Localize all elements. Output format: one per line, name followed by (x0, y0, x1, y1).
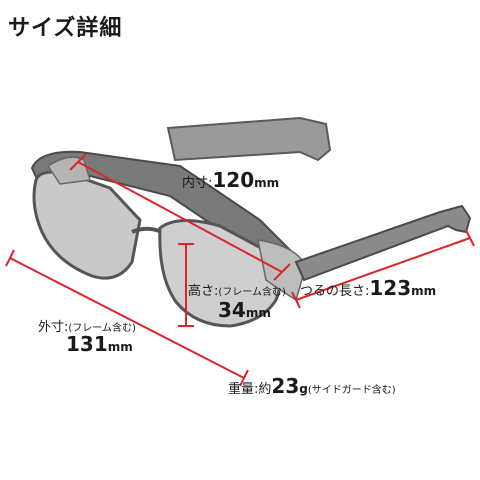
weight-value: 23 (271, 374, 300, 398)
outer-width-note: (フレーム含む) (68, 323, 136, 334)
lens-right (158, 218, 282, 328)
page-title: サイズ詳細 (8, 16, 123, 41)
lens-height-value-wrap: 34mm (218, 298, 271, 322)
temple-length-tick-a (291, 291, 301, 309)
inner-width-line (77, 161, 283, 273)
inner-width-value: 120 (212, 168, 255, 192)
inner-width-tick-a (69, 153, 87, 171)
lens-height-label: 高さ:(フレーム含む) (188, 280, 286, 299)
outer-width-value: 131 (66, 332, 108, 356)
temple-length-line (295, 237, 471, 301)
outer-width-tick-b (239, 369, 249, 387)
outer-width-unit: mm (107, 340, 133, 354)
temple-length-caption: つるの長さ: (300, 284, 370, 299)
weight-unit: g (299, 382, 308, 396)
outer-width-tick-a (5, 249, 15, 267)
inner-width-caption: 内寸: (182, 176, 213, 191)
weight-label: 重量:約23g(サイドガード含む) (228, 374, 396, 398)
lens-height-unit: mm (245, 306, 271, 320)
temple-length-tick-b (465, 229, 475, 247)
lens-height-note: (フレーム含む) (218, 287, 286, 298)
outer-width-label: 外寸:(フレーム含む) (38, 316, 136, 335)
inner-width-tick-b (273, 263, 291, 281)
inner-width-label: 内寸:120mm (182, 168, 279, 192)
temple-length-value: 123 (369, 276, 412, 300)
watermark: UPE STUDIO (232, 328, 345, 346)
temple-arm-back (166, 116, 332, 162)
lens-height-value: 34 (218, 298, 246, 322)
outer-width-line (9, 257, 245, 379)
lens-height-caption: 高さ: (188, 284, 219, 299)
weight-prefix: 約 (258, 382, 272, 397)
outer-width-value-wrap: 131mm (66, 332, 133, 356)
inner-width-unit: mm (254, 176, 280, 190)
weight-note: (サイドガード含む) (307, 385, 396, 396)
outer-width-caption: 外寸: (38, 320, 69, 335)
weight-caption: 重量: (228, 382, 259, 397)
temple-length-label: つるの長さ:123mm (300, 276, 436, 300)
temple-length-unit: mm (411, 284, 437, 298)
